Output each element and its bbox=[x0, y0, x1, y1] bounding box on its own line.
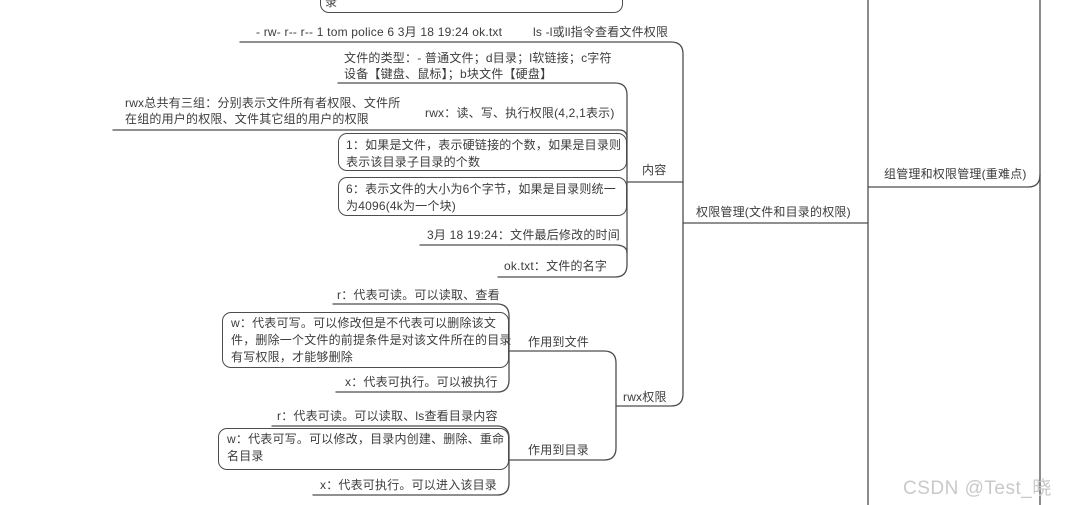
node-rwx-meaning[interactable]: rwx：读、写、执行权限(4,2,1表示) bbox=[425, 106, 615, 120]
node-root[interactable]: 组管理和权限管理(重难点) bbox=[884, 167, 1027, 181]
node-file-exec[interactable]: x：代表可执行。可以被执行 bbox=[345, 375, 498, 389]
node-filesize: 6：表示文件的大小为6个字节，如果是目录则统一 为4096(4k为一个块) bbox=[346, 182, 616, 213]
node-box-dir-write[interactable]: w：代表可写。可以修改，目录内创建、删除、重命 名目录 bbox=[218, 428, 509, 470]
trunk-todir-children bbox=[271, 425, 510, 496]
node-file-write: w：代表可写。可以修改但是不代表可以删除该文 件，删除一个文件的前提条件是对该文… bbox=[231, 316, 512, 364]
node-content-label[interactable]: 内容 bbox=[642, 163, 667, 177]
trunk-tofile-children bbox=[332, 303, 510, 393]
node-ls-command[interactable]: ls -l或ll指令查看文件权限 bbox=[533, 25, 669, 39]
node-box-hardlink[interactable]: 1：如果是文件，表示硬链接的个数，如果是目录则 表示该目录子目录的个数 bbox=[338, 133, 627, 171]
node-dir-read[interactable]: r：代表可读。可以读取、ls查看目录内容 bbox=[277, 409, 498, 423]
node-to-file-label[interactable]: 作用到文件 bbox=[528, 335, 590, 349]
node-to-dir-label[interactable]: 作用到目录 bbox=[528, 443, 590, 457]
trunk-content-children bbox=[337, 82, 628, 278]
node-box-filesize[interactable]: 6：表示文件的大小为6个字节，如果是目录则统一 为4096(4k为一个块) bbox=[338, 177, 627, 216]
node-dir-write: w：代表可写。可以修改，目录内创建、删除、重命 名目录 bbox=[227, 432, 505, 463]
node-rwx-label[interactable]: rwx权限 bbox=[623, 390, 667, 404]
node-filename[interactable]: ok.txt：文件的名字 bbox=[504, 259, 608, 273]
node-box-directory-example[interactable] bbox=[320, 0, 623, 13]
node-file-type[interactable]: 文件的类型：- 普通文件；d目录；l软链接；c字符 设备【键盘、鼠标】；b块文件… bbox=[344, 51, 612, 81]
trunk-rwx-children bbox=[508, 350, 617, 461]
underline-root bbox=[867, 174, 1041, 188]
node-dir-exec[interactable]: x：代表可执行。可以进入该目录 bbox=[320, 478, 498, 492]
node-mtime[interactable]: 3月 18 19:24：文件最后修改的时间 bbox=[427, 228, 620, 242]
underline-rwx-groups bbox=[112, 129, 628, 139]
trunk-permission-children bbox=[239, 41, 684, 407]
node-rwx-groups[interactable]: rwx总共有三组：分别表示文件所有者权限、文件所 在组的用户的权限、文件其它组的… bbox=[125, 96, 401, 126]
node-permission[interactable]: 权限管理(文件和目录的权限) bbox=[696, 205, 851, 219]
node-file-read[interactable]: r：代表可读。可以读取、查看 bbox=[337, 288, 500, 302]
node-ls-output-example[interactable]: - rw- r-- r-- 1 tom police 6 3月 18 19:24… bbox=[256, 25, 503, 39]
node-hardlink: 1：如果是文件，表示硬链接的个数，如果是目录则 表示该目录子目录的个数 bbox=[346, 138, 622, 169]
node-box-file-write[interactable]: w：代表可写。可以修改但是不代表可以删除该文 件，删除一个文件的前提条件是对该文… bbox=[222, 312, 512, 368]
csdn-watermark: CSDN @Test_晓 bbox=[903, 478, 1052, 499]
node-directory-example-clipped-text[interactable]: 录 bbox=[325, 0, 338, 9]
underline-mtime bbox=[419, 244, 628, 254]
